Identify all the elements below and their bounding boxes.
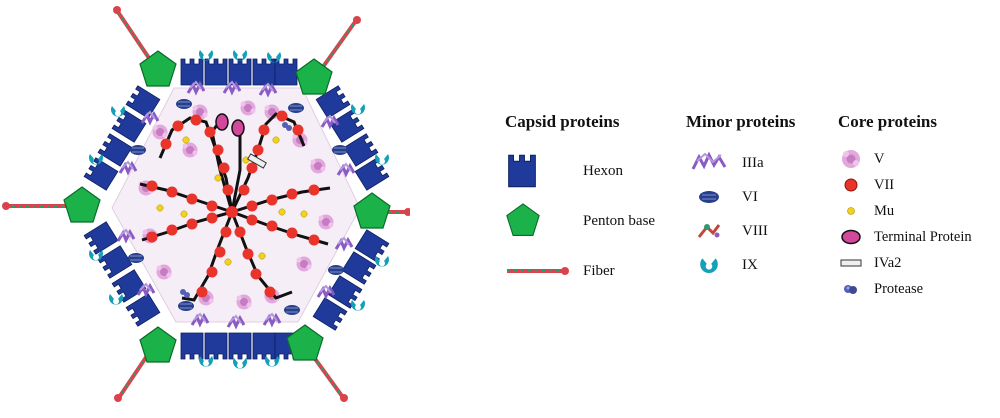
legend-label-hexon: Hexon [583,162,623,179]
legend-item-v: V [838,146,972,172]
legend-item-vii: VII [838,172,972,198]
legend-item-hexon: Hexon [505,146,655,196]
legend-label-terminal-protein: Terminal Protein [874,228,972,245]
vi-icon [686,189,732,205]
legend-minor-title: Minor proteins [686,112,796,131]
legend-item-iva2: IVa2 [838,250,972,276]
legend-item-protease: Protease [838,276,972,302]
fiber-icon [505,266,569,276]
legend-item-mu: Mu [838,198,972,224]
legend-core-title: Core proteins [838,112,938,131]
penton-base-icon [505,203,569,239]
legend-item-fiber: Fiber [505,246,655,296]
protease-icon [838,283,864,295]
legend-label-iva2: IVa2 [874,254,902,271]
legend-capsid-proteins: Capsid proteins Hexon Penton base Fiber [505,112,655,296]
mu-proteins [156,136,308,266]
legend-label-vii: VII [874,176,895,193]
legend-label-v: V [874,150,885,167]
vii-proteins [146,110,320,298]
legend-label-protease: Protease [874,280,924,297]
ix-icon [686,254,732,276]
legend-item-iiia: IIIa [686,146,795,180]
mu-protein-icon [838,205,864,217]
legend-label-vi: VI [742,188,758,205]
legend-capsid-title: Capsid proteins [505,112,620,131]
protease-markers [180,122,292,298]
iva2-icon [838,258,864,268]
legend-label-iiia: IIIa [742,154,764,171]
legend-label-penton-base: Penton base [583,212,656,229]
iiia-icon [686,151,732,175]
adenovirus-particle-diagram [2,6,410,402]
legend-label-mu: Mu [874,202,895,219]
legend-item-vi: VI [686,180,795,214]
legend-minor-proteins: Minor proteins IIIa VI VIII IX [686,112,795,282]
legend-item-penton-base: Penton base [505,196,655,246]
legend-label-ix: IX [742,256,758,273]
terminal-proteins [215,113,245,137]
legend-label-fiber: Fiber [583,262,615,279]
hexon-icon [505,154,569,188]
legend-core-proteins: Core proteins V VII Mu Terminal Protein … [838,112,972,302]
v-protein-icon [838,148,864,170]
legend-item-terminal-protein: Terminal Protein [838,224,972,250]
viii-icon [686,220,732,242]
iva2-marker [247,153,267,169]
vii-protein-icon [838,177,864,193]
legend-item-ix: IX [686,248,795,282]
legend-label-viii: VIII [742,222,768,239]
terminal-protein-icon [838,229,864,245]
legend-item-viii: VIII [686,214,795,248]
